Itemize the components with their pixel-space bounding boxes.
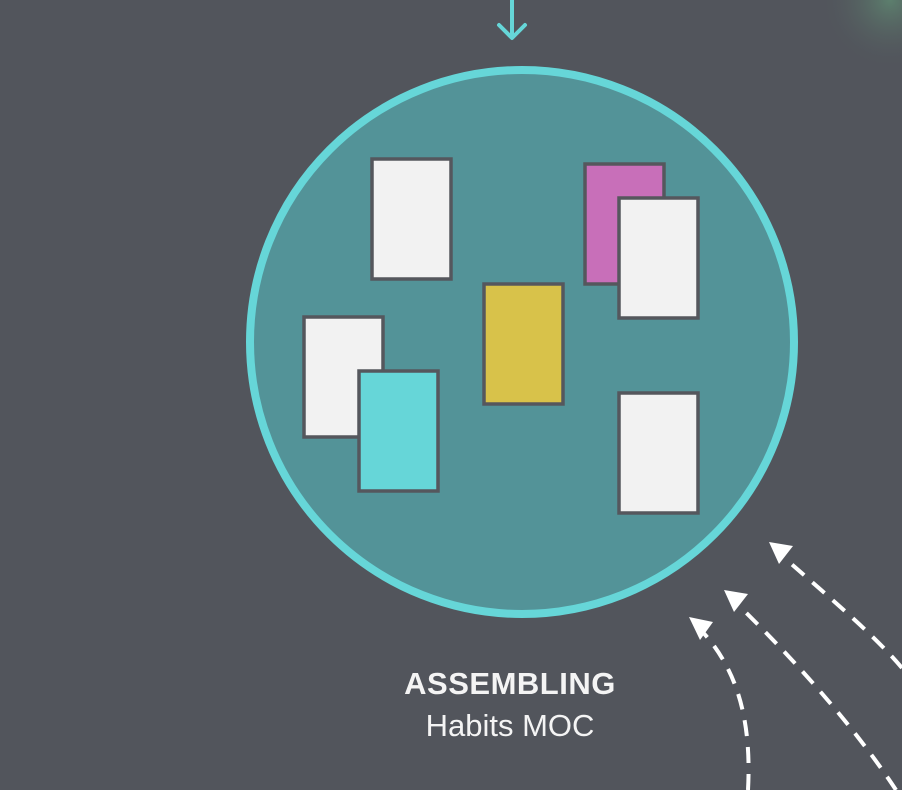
note-card-teal <box>357 369 440 493</box>
note-card-bottom-right <box>617 391 700 515</box>
note-card-yellow <box>482 282 565 406</box>
note-card-top-right <box>617 196 700 320</box>
arrowheads <box>689 542 793 640</box>
arrow-down-icon <box>497 0 527 40</box>
dashed-arrow-head-icon <box>769 542 793 564</box>
dashed-arrow-icon <box>696 625 751 790</box>
dashed-arrow-head-icon <box>689 617 713 640</box>
caption-title: ASSEMBLING <box>404 666 616 701</box>
dashed-arrow-head-icon <box>724 590 748 612</box>
note-card-top-left <box>370 157 453 281</box>
caption-subtitle: Habits MOC <box>425 708 595 743</box>
dashed-arrow-icon <box>731 598 898 790</box>
dashed-arrow-icon <box>776 550 902 670</box>
corner-glow <box>820 0 902 70</box>
